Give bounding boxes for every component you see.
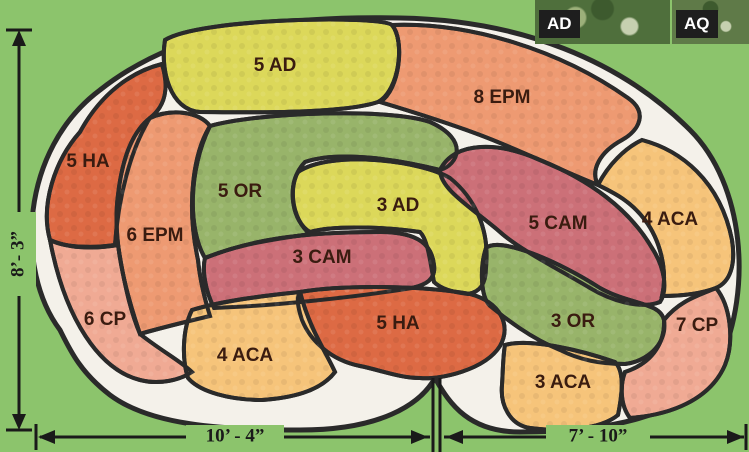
label-epm6: 6 EPM (126, 225, 183, 246)
label-ha5left: 5 HA (66, 151, 110, 172)
planting-cam5-texture (437, 144, 667, 307)
label-cp7: 7 CP (676, 315, 719, 336)
width-left-start-arrow (38, 430, 55, 444)
planting-aca4right-texture (595, 137, 736, 299)
label-or5: 5 OR (218, 181, 263, 202)
height-top-arrow (12, 30, 26, 46)
label-cam3: 3 CAM (292, 247, 351, 268)
inset-aq-label: AQ (676, 10, 718, 38)
label-ha5bottom: 5 HA (376, 313, 420, 334)
label-or3: 3 OR (551, 311, 596, 332)
label-aca4right: 4 ACA (642, 209, 699, 230)
label-ad3: 3 AD (377, 195, 420, 216)
label-epm8: 8 EPM (473, 87, 530, 108)
inset-photo-aq: AQ (672, 0, 749, 44)
planting-cp6-texture (47, 236, 196, 384)
width-right-end-arrow (727, 430, 744, 444)
label-aca3: 3 ACA (535, 372, 592, 393)
planting-aca4left-texture (181, 289, 338, 403)
inset-ad-label: AD (539, 10, 580, 38)
height-bottom-arrow (12, 414, 26, 430)
label-cam5: 5 CAM (528, 213, 587, 234)
label-cp6: 6 CP (84, 309, 127, 330)
width-right-dimension-label: 7’ - 10” (569, 425, 628, 446)
label-ad5: 5 AD (254, 55, 297, 76)
width-left-dimension-label: 10’ - 4” (206, 425, 265, 446)
width-right-start-arrow (446, 430, 463, 444)
inset-photo-ad: AD (535, 0, 670, 44)
width-left-end-arrow (411, 430, 428, 444)
label-aca4left: 4 ACA (217, 345, 274, 366)
height-dimension-label: 8’- 3” (7, 231, 28, 277)
planting-cp7-texture (619, 285, 733, 421)
